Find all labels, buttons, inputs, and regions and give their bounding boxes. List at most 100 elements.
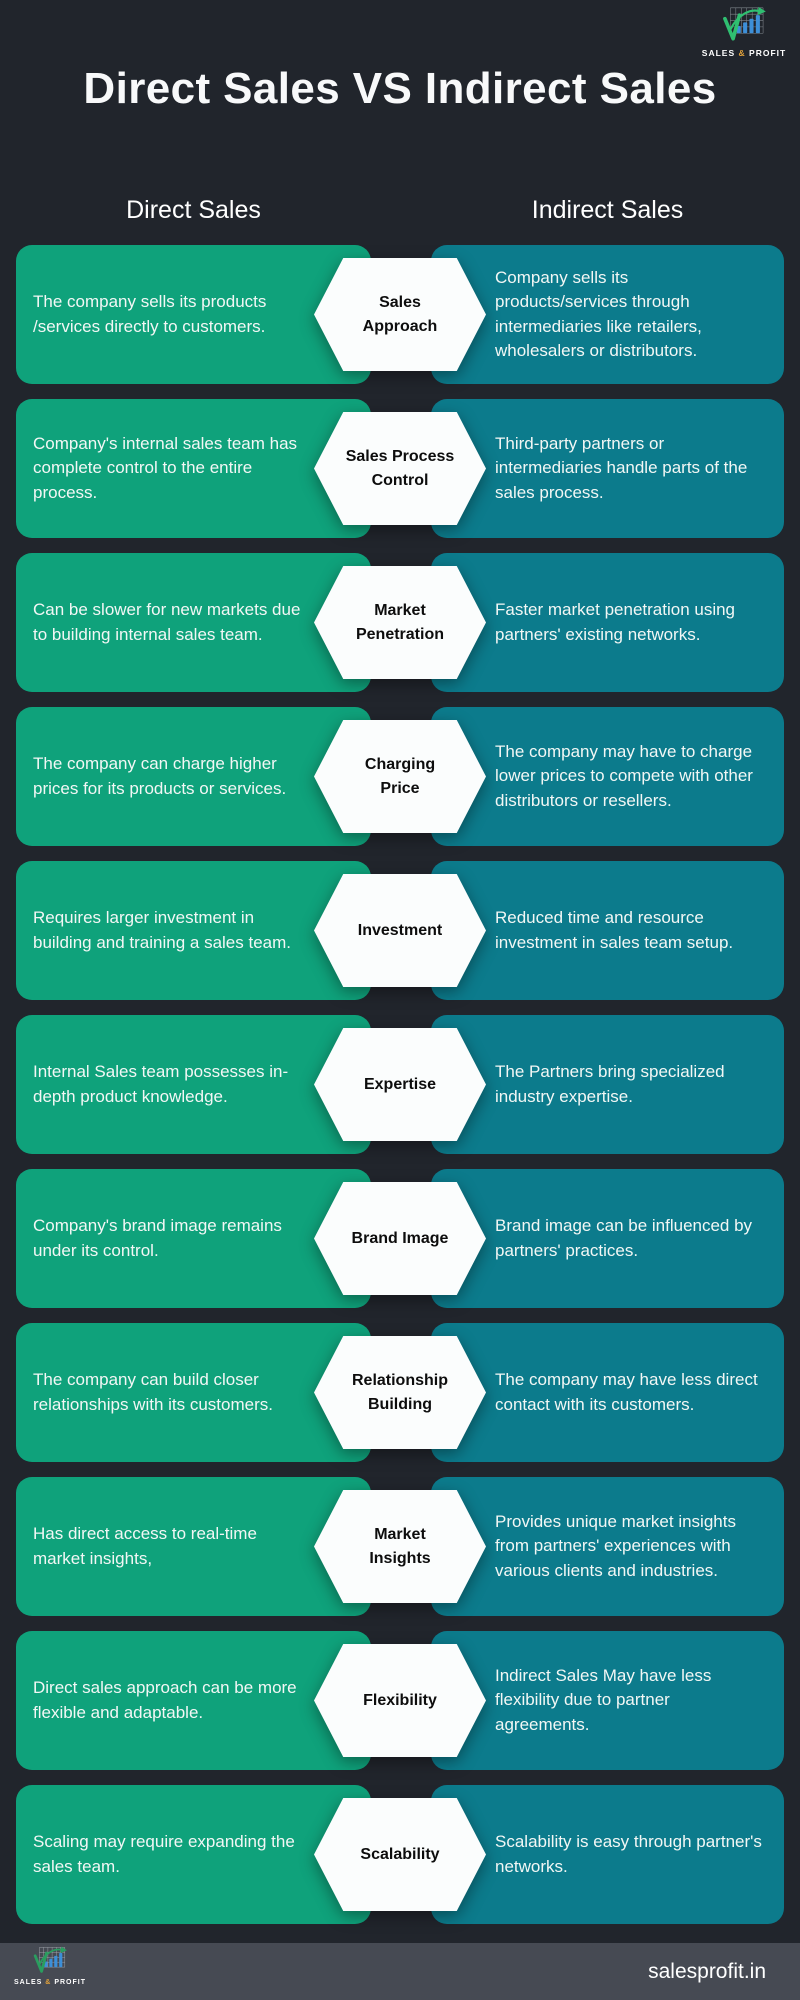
category-hexagon: Market Penetration bbox=[314, 566, 486, 679]
hexagon-shape: Market Penetration bbox=[314, 566, 486, 679]
brand-name: SALES & PROFIT bbox=[701, 48, 787, 58]
category-hexagon: Relationship Building bbox=[314, 1336, 486, 1449]
category-hexagon: Scalability bbox=[314, 1798, 486, 1911]
website-link[interactable]: salesprofit.in bbox=[648, 1959, 766, 1983]
indirect-sales-text: The company may have less direct contact… bbox=[495, 1370, 758, 1414]
direct-sales-card: Internal Sales team possesses in-depth p… bbox=[16, 1015, 371, 1154]
comparison-row: The company can build closer relationshi… bbox=[0, 1323, 800, 1462]
category-label: Market Penetration bbox=[355, 602, 444, 643]
category-hexagon: Sales Process Control bbox=[314, 412, 486, 525]
hexagon-shape: Flexibility bbox=[314, 1644, 486, 1757]
indirect-sales-card: Faster market penetration using partners… bbox=[431, 553, 784, 692]
direct-sales-card: The company can build closer relationshi… bbox=[16, 1323, 371, 1462]
indirect-sales-text: Brand image can be influenced by partner… bbox=[495, 1216, 753, 1260]
comparison-row: Company's brand image remains under its … bbox=[0, 1169, 800, 1308]
sales-profit-chart-icon bbox=[33, 1946, 67, 1973]
direct-sales-text: Requires larger investment in building a… bbox=[33, 908, 291, 952]
category-hexagon: Sales Approach bbox=[314, 258, 486, 371]
hexagon-shape: Brand Image bbox=[314, 1182, 486, 1295]
direct-sales-card: The company sells its products /services… bbox=[16, 245, 371, 384]
direct-sales-text: The company can charge higher prices for… bbox=[33, 754, 287, 798]
hexagon-shape: Sales Approach bbox=[314, 258, 486, 371]
direct-sales-text: Scaling may require expanding the sales … bbox=[33, 1832, 295, 1876]
column-headers: Direct Sales Indirect Sales bbox=[0, 196, 800, 232]
indirect-sales-text: Company sells its products/services thro… bbox=[495, 268, 702, 360]
direct-sales-text: Can be slower for new markets due to bui… bbox=[33, 600, 301, 644]
indirect-sales-text: Faster market penetration using partners… bbox=[495, 600, 736, 644]
indirect-sales-card: The company may have less direct contact… bbox=[431, 1323, 784, 1462]
category-label: Sales Approach bbox=[362, 294, 438, 335]
indirect-sales-card: The Partners bring specialized industry … bbox=[431, 1015, 784, 1154]
comparison-row: The company sells its products /services… bbox=[0, 245, 800, 384]
comparison-row: The company can charge higher prices for… bbox=[0, 707, 800, 846]
brand-logo-bottom: SALES & PROFIT bbox=[12, 1946, 88, 1986]
category-label: Brand Image bbox=[351, 1229, 449, 1247]
comparison-row: Internal Sales team possesses in-depth p… bbox=[0, 1015, 800, 1154]
indirect-sales-text: The company may have to charge lower pri… bbox=[495, 742, 753, 810]
direct-sales-text: The company sells its products /services… bbox=[33, 292, 267, 336]
category-label: Relationship Building bbox=[351, 1372, 448, 1413]
category-label: Flexibility bbox=[363, 1691, 437, 1709]
category-label: Market Insights bbox=[369, 1526, 431, 1567]
comparison-rows: The company sells its products /services… bbox=[0, 245, 800, 1939]
category-hexagon: Expertise bbox=[314, 1028, 486, 1141]
indirect-sales-card: Provides unique market insights from par… bbox=[431, 1477, 784, 1616]
indirect-sales-card: Company sells its products/services thro… bbox=[431, 245, 784, 384]
indirect-sales-card: Third-party partners or intermediaries h… bbox=[431, 399, 784, 538]
sales-profit-chart-icon bbox=[723, 6, 766, 41]
comparison-row: Direct sales approach can be more flexib… bbox=[0, 1631, 800, 1770]
indirect-sales-card: Scalability is easy through partner's ne… bbox=[431, 1785, 784, 1924]
hexagon-shape: Investment bbox=[314, 874, 486, 987]
indirect-sales-text: Reduced time and resource investment in … bbox=[495, 908, 734, 952]
category-hexagon: Market Insights bbox=[314, 1490, 486, 1603]
hexagon-shape: Relationship Building bbox=[314, 1336, 486, 1449]
indirect-sales-text: Third-party partners or intermediaries h… bbox=[495, 434, 748, 502]
direct-sales-text: Direct sales approach can be more flexib… bbox=[33, 1678, 297, 1722]
comparison-row: Can be slower for new markets due to bui… bbox=[0, 553, 800, 692]
category-hexagon: Brand Image bbox=[314, 1182, 486, 1295]
indirect-sales-card: Brand image can be influenced by partner… bbox=[431, 1169, 784, 1308]
direct-sales-card: Company's internal sales team has comple… bbox=[16, 399, 371, 538]
direct-sales-text: Has direct access to real-time market in… bbox=[33, 1524, 257, 1568]
comparison-row: Requires larger investment in building a… bbox=[0, 861, 800, 1000]
hexagon-shape: Charging Price bbox=[314, 720, 486, 833]
direct-sales-text: Company's brand image remains under its … bbox=[33, 1216, 282, 1260]
direct-sales-card: Company's brand image remains under its … bbox=[16, 1169, 371, 1308]
direct-sales-card: Has direct access to real-time market in… bbox=[16, 1477, 371, 1616]
indirect-sales-card: Reduced time and resource investment in … bbox=[431, 861, 784, 1000]
comparison-row: Has direct access to real-time market in… bbox=[0, 1477, 800, 1616]
hexagon-shape: Sales Process Control bbox=[314, 412, 486, 525]
indirect-sales-card: Indirect Sales May have less flexibility… bbox=[431, 1631, 784, 1770]
indirect-sales-text: The Partners bring specialized industry … bbox=[495, 1062, 725, 1106]
indirect-sales-text: Scalability is easy through partner's ne… bbox=[495, 1832, 762, 1876]
footer-bar: SALES & PROFIT salesprofit.in bbox=[0, 1943, 800, 2000]
direct-sales-text: The company can build closer relationshi… bbox=[33, 1370, 273, 1414]
category-label: Scalability bbox=[360, 1845, 440, 1863]
brand-ampersand: & bbox=[738, 48, 746, 58]
column-header-direct-sales: Direct Sales bbox=[126, 196, 261, 224]
category-label: Investment bbox=[357, 921, 443, 939]
category-hexagon: Flexibility bbox=[314, 1644, 486, 1757]
direct-sales-card: Scaling may require expanding the sales … bbox=[16, 1785, 371, 1924]
brand-name: SALES & PROFIT bbox=[14, 1979, 86, 1986]
hexagon-shape: Scalability bbox=[314, 1798, 486, 1911]
indirect-sales-text: Indirect Sales May have less flexibility… bbox=[495, 1666, 712, 1734]
category-hexagon: Charging Price bbox=[314, 720, 486, 833]
indirect-sales-text: Provides unique market insights from par… bbox=[495, 1512, 736, 1580]
direct-sales-card: Can be slower for new markets due to bui… bbox=[16, 553, 371, 692]
hexagon-shape: Expertise bbox=[314, 1028, 486, 1141]
category-label: Expertise bbox=[363, 1075, 437, 1093]
category-hexagon: Investment bbox=[314, 874, 486, 987]
brand-logo-top: SALES & PROFIT bbox=[698, 6, 790, 58]
category-label: Sales Process Control bbox=[345, 448, 455, 489]
comparison-row: Scaling may require expanding the sales … bbox=[0, 1785, 800, 1924]
direct-sales-text: Company's internal sales team has comple… bbox=[33, 434, 298, 502]
page-title: Direct Sales VS Indirect Sales bbox=[83, 64, 717, 113]
column-header-indirect-sales: Indirect Sales bbox=[531, 196, 684, 224]
direct-sales-card: Direct sales approach can be more flexib… bbox=[16, 1631, 371, 1770]
category-label: Charging Price bbox=[364, 756, 436, 797]
comparison-row: Company's internal sales team has comple… bbox=[0, 399, 800, 538]
brand-ampersand: & bbox=[45, 1979, 52, 1986]
direct-sales-text: Internal Sales team possesses in-depth p… bbox=[33, 1062, 289, 1106]
